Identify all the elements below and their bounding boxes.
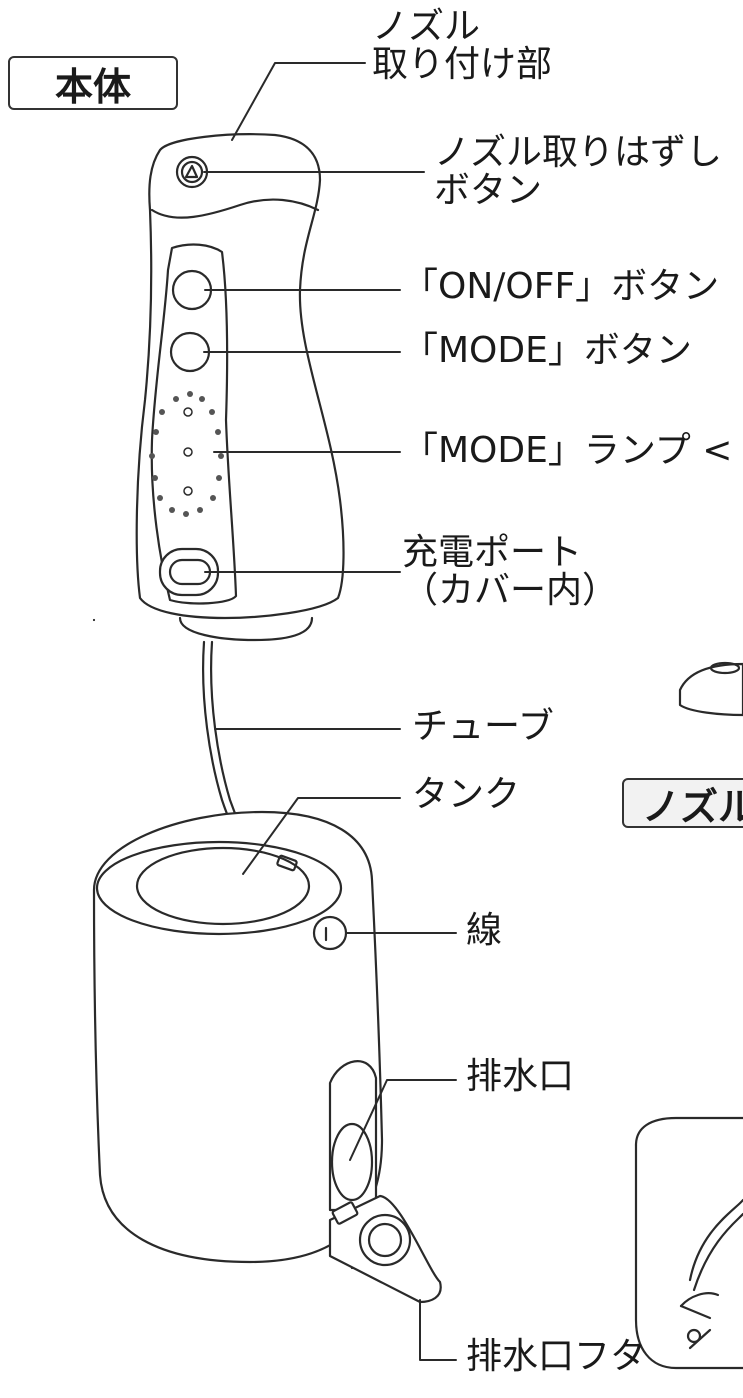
label-mode-button: 「MODE」ボタン bbox=[402, 330, 692, 371]
label-line: 線 bbox=[466, 910, 503, 951]
nozzle-cap bbox=[678, 661, 743, 717]
label-tube: チューブ bbox=[412, 706, 554, 747]
nozzle-release-button bbox=[175, 155, 209, 189]
nozzle-panel bbox=[634, 1116, 743, 1370]
label-charge-port: 充電ポート （カバー内） bbox=[402, 534, 618, 610]
mode-lamp bbox=[149, 391, 224, 517]
leader-lines bbox=[203, 62, 457, 1361]
label-drain-cover: 排水口フタ bbox=[466, 1336, 647, 1377]
tank bbox=[92, 618, 384, 1264]
section-title-badge: 本体 bbox=[8, 56, 178, 110]
label-nozzle-release-line2: ボタン bbox=[434, 169, 543, 211]
section-title: 本体 bbox=[54, 64, 131, 109]
label-on-off-button: 「ON/OFF」ボタン bbox=[402, 266, 720, 307]
tank-line-marker bbox=[312, 915, 348, 951]
nozzle-section-badge: ノズル bbox=[622, 778, 743, 829]
label-nozzle-mount: ノズル 取り付け部 bbox=[372, 8, 552, 84]
drain-recess bbox=[328, 1060, 378, 1270]
label-nozzle-release-line1: ノズル取りはずし bbox=[434, 132, 723, 173]
drain-cover bbox=[328, 1194, 442, 1304]
device-body bbox=[135, 133, 345, 642]
label-nozzle-mount-line2: 取り付け部 bbox=[372, 43, 553, 85]
label-drain: 排水口 bbox=[466, 1056, 575, 1097]
nozzle-part bbox=[679, 1198, 743, 1350]
label-charge-port-line2: （カバー内） bbox=[402, 569, 619, 611]
mode-lamp-indicators bbox=[183, 407, 193, 496]
charging-port bbox=[158, 547, 220, 597]
nozzle-section-title: ノズル bbox=[642, 784, 743, 829]
label-charge-port-line1: 充電ポート bbox=[402, 532, 583, 573]
label-tank: タンク bbox=[412, 774, 521, 815]
label-nozzle-mount-line1: ノズル bbox=[372, 6, 481, 47]
label-mode-lamp: 「MODE」ランプ < bbox=[402, 430, 733, 471]
label-nozzle-release-button: ノズル取りはずし ボタン bbox=[434, 134, 722, 210]
